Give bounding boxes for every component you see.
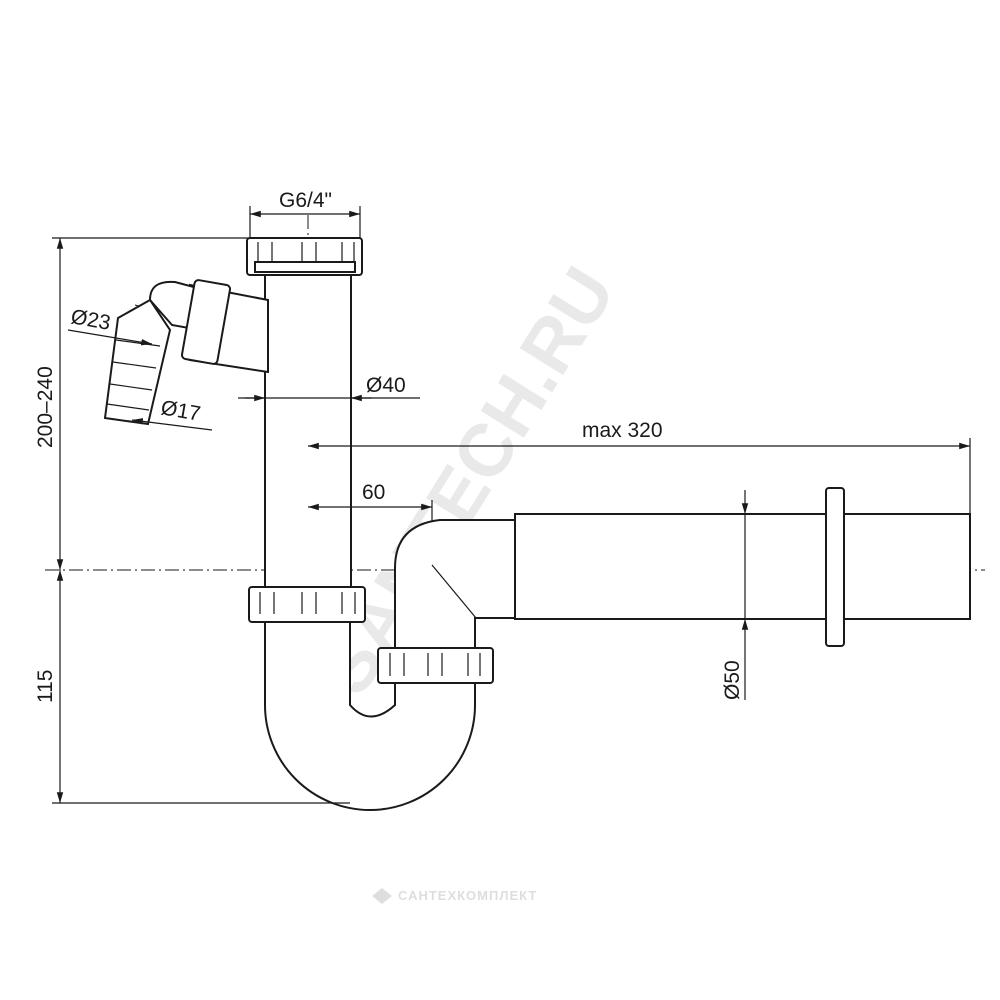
dim-pipe-diameter: Ø40	[238, 374, 420, 402]
u-bend	[264, 619, 476, 811]
max-length-label: max 320	[582, 419, 663, 442]
outlet-diameter-label: Ø50	[721, 660, 744, 700]
inlet-pipe	[246, 237, 366, 623]
hose-inner-label: Ø17	[159, 396, 202, 426]
dim-thread: G6/4"	[249, 189, 361, 238]
footer-label: САНТЕХКОМПЛЕКТ	[398, 888, 537, 903]
offset-label: 60	[362, 481, 385, 504]
footer-logo-icon	[372, 888, 392, 904]
dim-max-length: max 320	[308, 419, 971, 514]
height-range-label: 200–240	[34, 366, 57, 448]
dim-height-lower: 115	[34, 570, 350, 804]
dim-offset: 60	[308, 481, 433, 522]
pipe-diameter-label: Ø40	[366, 374, 406, 397]
height-lower-label: 115	[34, 670, 57, 703]
dim-outlet-diameter: Ø50	[721, 490, 749, 700]
outlet-pipe	[514, 487, 971, 647]
side-hose-connector	[103, 279, 269, 426]
hose-outer-label: Ø23	[69, 305, 112, 335]
outlet-elbow	[377, 519, 516, 684]
dim-height-range: 200–240	[34, 237, 248, 570]
watermark-footer: САНТЕХКОМПЛЕКТ	[372, 888, 537, 904]
thread-label: G6/4"	[279, 189, 332, 212]
